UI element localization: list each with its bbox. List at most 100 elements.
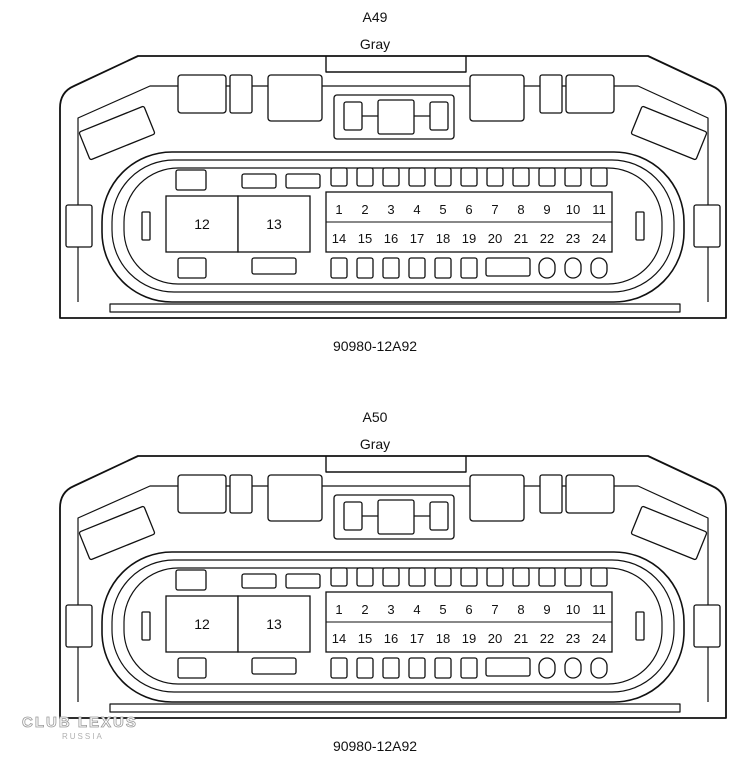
lock-latch-left xyxy=(343,101,363,131)
terminal-latch-bottom xyxy=(356,657,374,679)
terminal-latch-top xyxy=(356,167,374,187)
terminal-latch-top xyxy=(408,167,426,187)
terminal-latch-top xyxy=(590,167,608,187)
terminal-pin-label: 6 xyxy=(465,602,472,617)
terminal-latch-double xyxy=(485,657,531,677)
terminal-latch-top xyxy=(408,567,426,587)
big-terminal-13-label: 13 xyxy=(266,616,282,632)
terminal-pin-label: 20 xyxy=(488,231,502,246)
top-latch-tab xyxy=(325,456,467,473)
guide-tab-5 xyxy=(251,657,297,675)
top-right-slot xyxy=(565,474,615,514)
right-key-slot xyxy=(635,211,645,241)
right-key-slot xyxy=(635,611,645,641)
terminal-pin-label: 16 xyxy=(384,231,398,246)
terminal-latch-top xyxy=(330,167,348,187)
terminal-pin-label: 21 xyxy=(514,231,528,246)
top-left-block xyxy=(267,74,323,122)
terminal-latch-top xyxy=(486,167,504,187)
terminal-latch-bottom xyxy=(382,257,400,279)
lock-latch-right xyxy=(429,501,449,531)
terminal-pin-label: 1 xyxy=(335,602,342,617)
terminal-pin-label: 23 xyxy=(566,231,580,246)
terminal-latch-bottom xyxy=(330,657,348,679)
terminal-pin-label: 10 xyxy=(566,602,580,617)
guide-tab-4 xyxy=(177,657,207,679)
left-key-slot xyxy=(141,211,151,241)
guide-tab-3 xyxy=(285,173,321,189)
top-left-slot-small xyxy=(229,74,253,114)
terminal-pin-label: 8 xyxy=(517,602,524,617)
terminal-pin-label: 9 xyxy=(543,602,550,617)
bottom-rail xyxy=(109,303,681,313)
terminal-pin-label: 24 xyxy=(592,231,606,246)
guide-tab-1 xyxy=(175,169,207,191)
guide-tab-1 xyxy=(175,569,207,591)
connector-color-a50: Gray xyxy=(359,436,391,452)
terminal-latch-bottom xyxy=(356,257,374,279)
lock-latch-left xyxy=(343,501,363,531)
terminal-pin-label: 23 xyxy=(566,631,580,646)
terminal-latch-top xyxy=(590,567,608,587)
terminal-latch-top xyxy=(382,567,400,587)
seal-ring-middle xyxy=(111,159,675,293)
terminal-pin-label: 3 xyxy=(387,202,394,217)
terminal-pin-label: 11 xyxy=(592,602,606,617)
bottom-rail xyxy=(109,703,681,713)
lock-latch-right xyxy=(429,101,449,131)
watermark-brand: CLUB LEXUS xyxy=(22,714,138,732)
terminal-latch-top xyxy=(330,567,348,587)
terminal-pin-label: 6 xyxy=(465,202,472,217)
terminal-latch-top xyxy=(460,567,478,587)
terminal-pin-label: 2 xyxy=(361,202,368,217)
terminal-pin-label: 20 xyxy=(488,631,502,646)
top-right-block xyxy=(469,474,525,522)
left-wing-pocket xyxy=(78,105,156,161)
big-terminal-13-label: 13 xyxy=(266,216,282,232)
terminal-pin-label: 7 xyxy=(491,602,498,617)
connector-code-a50: A50 xyxy=(362,409,388,425)
seal-ring-outer xyxy=(101,551,685,703)
left-wing-pocket xyxy=(78,505,156,561)
connector-code-a49: A49 xyxy=(362,9,388,25)
right-wing-pocket xyxy=(630,505,708,561)
terminal-pin-label: 17 xyxy=(410,231,424,246)
big-terminal-12-label: 12 xyxy=(194,216,210,232)
terminal-latch-bottom xyxy=(460,657,478,679)
housing-inner-outline xyxy=(77,485,709,702)
terminal-latch-bottom xyxy=(408,657,426,679)
right-side-clip xyxy=(693,204,721,248)
guide-tab-2 xyxy=(241,573,277,589)
terminal-pin-label: 2 xyxy=(361,602,368,617)
terminal-latch-top xyxy=(486,567,504,587)
terminal-pin-label: 15 xyxy=(358,231,372,246)
terminal-latch-bottom xyxy=(590,257,608,279)
terminal-latch-bottom xyxy=(330,257,348,279)
terminal-pin-label: 14 xyxy=(332,631,346,646)
terminal-latch-top xyxy=(512,567,530,587)
top-latch-tab xyxy=(325,56,467,73)
connector-color-a49: Gray xyxy=(359,36,391,52)
part-number-a50: 90980-12A92 xyxy=(332,738,418,754)
terminal-pin-label: 3 xyxy=(387,602,394,617)
terminal-latch-top xyxy=(538,567,556,587)
terminal-latch-bottom xyxy=(460,257,478,279)
terminal-pin-label: 18 xyxy=(436,631,450,646)
terminal-pin-label: 9 xyxy=(543,202,550,217)
guide-tab-2 xyxy=(241,173,277,189)
terminal-pin-label: 19 xyxy=(462,231,476,246)
top-right-slot xyxy=(565,74,615,114)
housing-inner-outline xyxy=(77,85,709,302)
terminal-latch-top xyxy=(434,567,452,587)
big-terminal-12-label: 12 xyxy=(194,616,210,632)
terminal-latch-top xyxy=(564,167,582,187)
terminal-pin-label: 17 xyxy=(410,631,424,646)
terminal-pin-label: 21 xyxy=(514,631,528,646)
terminal-latch-top xyxy=(382,167,400,187)
top-left-block xyxy=(267,474,323,522)
terminal-latch-bottom xyxy=(434,257,452,279)
terminal-pin-label: 1 xyxy=(335,202,342,217)
guide-tab-3 xyxy=(285,573,321,589)
terminal-latch-top xyxy=(564,567,582,587)
terminal-latch-top xyxy=(434,167,452,187)
